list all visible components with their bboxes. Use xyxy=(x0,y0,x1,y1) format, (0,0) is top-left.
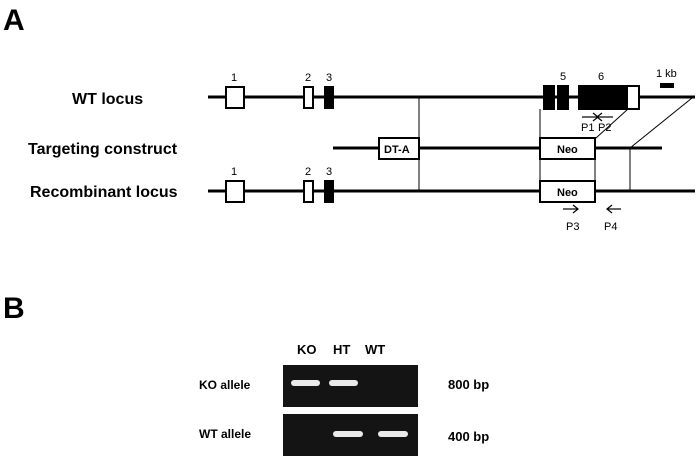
homology-line-right xyxy=(629,97,693,149)
primer-p3-arrowhead xyxy=(572,204,579,214)
wt-exon-5-number: 5 xyxy=(560,71,566,83)
wt-exon-3 xyxy=(324,86,334,109)
panel-a-letter: A xyxy=(3,4,25,37)
size-400bp-label: 400 bp xyxy=(448,429,489,444)
wt-exon-6-utr xyxy=(626,85,640,110)
wt-exon-5b xyxy=(557,85,569,110)
wt-exon-1 xyxy=(225,86,245,109)
panel-b-letter: B xyxy=(3,292,25,325)
homology-line-neo-right xyxy=(595,108,629,139)
wt-locus-label: WT locus xyxy=(72,91,143,108)
dta-cassette xyxy=(378,137,420,160)
scale-bar xyxy=(660,83,674,88)
targeting-construct-label: Targeting construct xyxy=(28,141,178,158)
primer-p4-arrowhead xyxy=(606,204,613,214)
primer-p1-label: P1 xyxy=(581,122,594,134)
rec-exon-1 xyxy=(225,180,245,203)
wt-exon-3-number: 3 xyxy=(326,72,332,84)
neo-label-construct: Neo xyxy=(557,144,578,156)
neo-cassette-construct xyxy=(539,137,596,160)
dta-label: DT-A xyxy=(384,144,410,156)
wt-exon-6-number: 6 xyxy=(598,71,604,83)
rec-exon-2-number: 2 xyxy=(305,166,311,178)
wt-exon-2-number: 2 xyxy=(305,72,311,84)
band-ko-800 xyxy=(291,380,320,386)
rec-exon-1-number: 1 xyxy=(231,166,237,178)
neo-cassette-recombinant xyxy=(539,180,596,203)
wt-exon-6 xyxy=(578,85,628,110)
lane-wt-label: WT xyxy=(365,342,385,357)
rec-exon-2 xyxy=(303,180,314,203)
neo-label-recombinant: Neo xyxy=(557,187,578,199)
wt-exon-2 xyxy=(303,86,314,109)
ko-allele-label: KO allele xyxy=(199,378,251,392)
primer-p3-label: P3 xyxy=(566,221,579,233)
size-800bp-label: 800 bp xyxy=(448,377,489,392)
band-ht-800 xyxy=(329,380,358,386)
band-wt-400 xyxy=(378,431,408,437)
recombinant-locus-label: Recombinant locus xyxy=(30,184,178,201)
wt-allele-label: WT allele xyxy=(199,427,251,441)
band-ht-400 xyxy=(333,431,363,437)
lane-ht-label: HT xyxy=(333,342,350,357)
wt-exon-1-number: 1 xyxy=(231,72,237,84)
scale-bar-label: 1 kb xyxy=(656,68,677,80)
lane-ko-label: KO xyxy=(297,342,317,357)
rec-exon-3-number: 3 xyxy=(326,166,332,178)
primer-p4-label: P4 xyxy=(604,221,617,233)
wt-exon-5a xyxy=(543,85,555,110)
rec-exon-3 xyxy=(324,180,334,203)
primer-p2-label: P2 xyxy=(598,122,611,134)
primer-p2-arrowhead xyxy=(596,112,603,122)
